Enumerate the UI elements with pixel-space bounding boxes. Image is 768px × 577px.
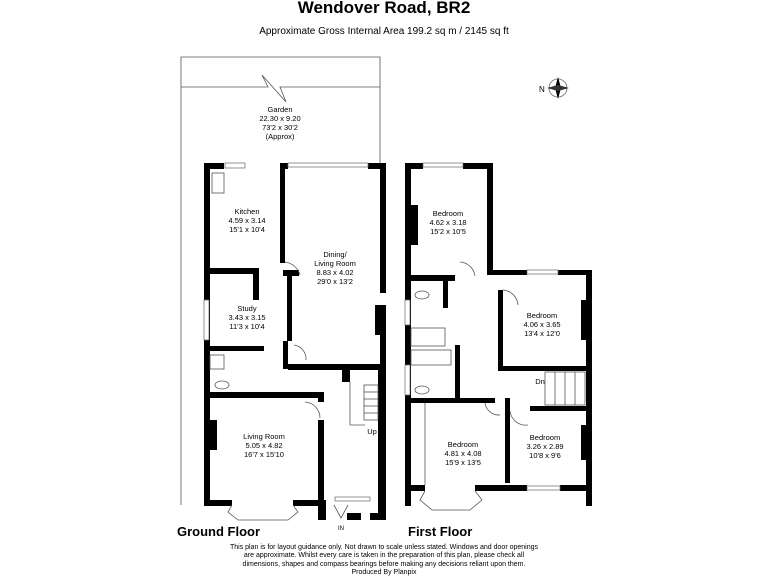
svg-text:3.26 x 2.89: 3.26 x 2.89: [526, 442, 563, 451]
stairs-up-label: Up: [367, 427, 377, 436]
svg-text:11'3 x 10'4: 11'3 x 10'4: [229, 322, 264, 331]
disclaimer-line: are approximate. Whilst every care is ta…: [243, 552, 525, 560]
svg-text:Living Room: Living Room: [314, 259, 356, 268]
svg-text:N: N: [539, 85, 545, 94]
page-title: Wendover Road, BR2: [297, 0, 471, 17]
living-room-label: Living Room 5.05 x 4.82 16'7 x 15'10: [243, 432, 285, 459]
svg-text:Garden: Garden: [267, 105, 292, 114]
svg-text:8.83 x 4.02: 8.83 x 4.02: [316, 268, 353, 277]
svg-text:13'4 x 12'0: 13'4 x 12'0: [524, 329, 560, 338]
ground-floor-plan: [203, 162, 386, 521]
svg-text:Kitchen: Kitchen: [234, 207, 259, 216]
stairs-down-label: Dn: [535, 377, 545, 386]
svg-text:Bedroom: Bedroom: [530, 433, 560, 442]
kitchen-label: Kitchen 4.59 x 3.14 15'1 x 10'4: [228, 207, 265, 234]
svg-text:4.06 x 3.65: 4.06 x 3.65: [523, 320, 560, 329]
bedroom-2-label: Bedroom 4.06 x 3.65 13'4 x 12'0: [523, 311, 560, 338]
compass-icon: N: [539, 77, 569, 99]
svg-text:4.62 x 3.18: 4.62 x 3.18: [429, 218, 466, 227]
svg-text:Bedroom: Bedroom: [448, 440, 478, 449]
producer-credit: Produced By Planpix: [351, 568, 417, 576]
svg-text:73'2 x 30'2: 73'2 x 30'2: [262, 123, 298, 132]
ground-floor-label: Ground Floor: [177, 524, 261, 539]
svg-text:3.43 x 3.15: 3.43 x 3.15: [228, 313, 265, 322]
svg-text:Dn: Dn: [535, 377, 545, 386]
svg-text:(Approx): (Approx): [266, 132, 295, 141]
svg-text:IN: IN: [338, 526, 344, 532]
svg-text:15'2 x 10'5: 15'2 x 10'5: [430, 227, 466, 236]
study-label: Study 3.43 x 3.15 11'3 x 10'4: [228, 304, 265, 331]
disclaimer-line: This plan is for layout guidance only. N…: [229, 544, 539, 551]
first-floor-plan: [404, 162, 592, 511]
disclaimer-line: dimensions, shapes and compass bearings …: [242, 560, 526, 568]
svg-text:4.59 x 3.14: 4.59 x 3.14: [228, 216, 265, 225]
staircase-down: [544, 371, 586, 406]
svg-text:22.30 x 9.20: 22.30 x 9.20: [259, 114, 300, 123]
svg-text:15'1 x 10'4: 15'1 x 10'4: [229, 225, 265, 234]
area-subtitle: Approximate Gross Internal Area 199.2 sq…: [259, 26, 509, 37]
disclaimer: This plan is for layout guidance only. N…: [200, 544, 568, 577]
svg-text:10'8 x 9'6: 10'8 x 9'6: [529, 451, 561, 460]
svg-text:16'7 x 15'10: 16'7 x 15'10: [244, 450, 284, 459]
svg-text:Up: Up: [367, 427, 377, 436]
svg-text:Dining/: Dining/: [323, 250, 347, 259]
entrance-label: IN: [338, 526, 344, 532]
bedroom-4-label: Bedroom 3.26 x 2.89 10'8 x 9'6: [526, 433, 563, 460]
first-floor-label: First Floor: [408, 524, 473, 539]
dining-living-room-label: Dining/ Living Room 8.83 x 4.02 29'0 x 1…: [314, 250, 356, 286]
svg-text:Study: Study: [237, 304, 256, 313]
svg-text:Bedroom: Bedroom: [527, 311, 557, 320]
garden-outline: [180, 56, 381, 505]
staircase-up: [363, 384, 379, 421]
svg-text:Bedroom: Bedroom: [433, 209, 463, 218]
svg-text:5.05 x 4.82: 5.05 x 4.82: [245, 441, 282, 450]
svg-text:29'0 x 13'2: 29'0 x 13'2: [317, 277, 353, 286]
svg-text:4.81 x 4.08: 4.81 x 4.08: [444, 449, 481, 458]
svg-text:Living Room: Living Room: [243, 432, 285, 441]
garden-label: Garden 22.30 x 9.20 73'2 x 30'2 (Approx): [259, 105, 300, 141]
bedroom-1-label: Bedroom 4.62 x 3.18 15'2 x 10'5: [429, 209, 466, 236]
svg-text:15'9 x 13'5: 15'9 x 13'5: [445, 458, 481, 467]
bedroom-3-label: Bedroom 4.81 x 4.08 15'9 x 13'5: [444, 440, 481, 467]
